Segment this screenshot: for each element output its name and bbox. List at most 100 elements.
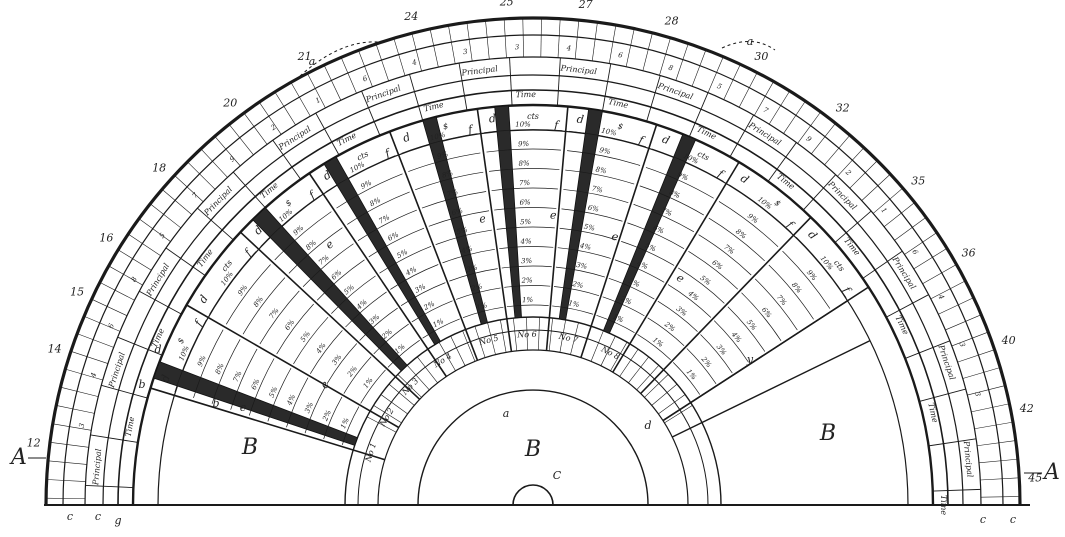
ring-digit: 7 xyxy=(762,106,770,115)
percent-cell-line xyxy=(754,278,798,331)
scale-divider xyxy=(197,207,234,241)
percent-cell-line xyxy=(323,396,343,440)
inner-tick xyxy=(610,342,628,371)
inner-tick xyxy=(438,342,456,371)
percent-label-5: 5% xyxy=(745,318,758,332)
inner-tick xyxy=(590,330,604,362)
percent-cell-line xyxy=(504,285,551,288)
percent-cell-line xyxy=(379,246,432,274)
ruler-edge xyxy=(672,339,871,438)
scale-tick xyxy=(977,440,1016,447)
percent-label-7: 7% xyxy=(519,179,531,187)
currency-label: cts xyxy=(220,258,234,273)
percent-label-6: 6% xyxy=(250,377,262,391)
label-b-2: b xyxy=(212,397,219,410)
percent-cell-line xyxy=(193,329,224,399)
scale-divider xyxy=(117,336,163,356)
scale-tick xyxy=(259,102,282,135)
percent-cell-line xyxy=(259,290,300,345)
scale-tick xyxy=(837,147,865,177)
ring-digit: 3 xyxy=(515,43,520,51)
percent-label-10: 10% xyxy=(429,131,446,143)
scale-divider xyxy=(272,140,302,180)
inner-tick xyxy=(619,348,639,377)
percent-cell-line xyxy=(347,191,410,225)
scale-tick xyxy=(861,173,891,201)
inner-tick xyxy=(380,394,408,415)
time-label: Time xyxy=(893,314,910,336)
inner-tick xyxy=(388,383,415,406)
percent-cell-line xyxy=(387,339,420,368)
percent-label-2: 2% xyxy=(321,408,333,423)
percent-label-8: 8% xyxy=(668,188,682,200)
percent-cell-line xyxy=(602,296,645,317)
inner-tick xyxy=(559,319,566,353)
ring-digit: 4 xyxy=(565,44,571,52)
f-label: f xyxy=(306,188,319,203)
sector-label-7: No 7 xyxy=(557,332,580,345)
percent-cell-line xyxy=(727,306,766,352)
ring-number-20: 20 xyxy=(222,96,237,109)
percent-cell-line xyxy=(795,236,847,298)
scale-divider xyxy=(556,57,561,106)
label-y: y xyxy=(746,353,754,366)
time-label: Time xyxy=(124,416,137,438)
percent-cell-line xyxy=(336,173,403,209)
ring-number-14: 14 xyxy=(48,343,62,356)
ring-number-18: 18 xyxy=(152,161,166,174)
currency-label: cts xyxy=(832,258,846,273)
scale-divider xyxy=(802,174,836,211)
inner-tick xyxy=(397,374,422,398)
scale-divider xyxy=(165,247,206,276)
percent-label-1: 1% xyxy=(651,336,665,349)
d-label: d xyxy=(805,228,819,242)
inner-tick xyxy=(636,365,660,391)
scale-tick xyxy=(323,64,342,101)
percent-cell-line xyxy=(652,148,724,182)
center-pin xyxy=(512,484,554,506)
percent-label-6: 6% xyxy=(710,258,724,271)
percent-cell-line xyxy=(483,129,563,134)
percent-cell-line xyxy=(211,339,241,404)
inner-tick xyxy=(600,335,616,366)
inner-tick xyxy=(474,326,486,358)
percent-label-5: 5% xyxy=(583,223,596,233)
percent-label-3: 3% xyxy=(521,257,533,265)
percent-label-3: 3% xyxy=(303,401,315,415)
time-label: Time xyxy=(516,90,537,99)
percent-label-5: 5% xyxy=(520,218,532,226)
scale-tick xyxy=(811,123,836,155)
principal-label: Principal xyxy=(962,440,975,479)
scale-divider xyxy=(646,75,661,122)
currency-label: $ xyxy=(617,121,624,131)
percent-cell-line xyxy=(293,316,329,365)
percent-label-10: 10% xyxy=(600,127,617,138)
percent-cell-line xyxy=(501,265,552,269)
percent-label-9: 9% xyxy=(676,171,690,183)
percent-cell-line xyxy=(401,133,478,154)
time-label: Time xyxy=(607,97,629,110)
ring-digit: 1 xyxy=(314,96,322,105)
label-b-1: b xyxy=(138,378,145,391)
scale-tick xyxy=(99,282,135,301)
percent-label-4: 4% xyxy=(285,393,297,408)
label-c-3: c xyxy=(980,513,986,526)
percent-cell-line xyxy=(428,210,490,227)
percent-label-3: 3% xyxy=(715,343,728,357)
percent-cell-line xyxy=(596,315,635,333)
percent-label-1: 1% xyxy=(362,376,375,390)
percent-label-1: 1% xyxy=(339,416,351,430)
percent-cell-line xyxy=(621,241,675,266)
scale-tick xyxy=(849,160,878,189)
percent-label-5: 5% xyxy=(396,248,410,260)
percent-label-7: 7% xyxy=(722,243,736,256)
percent-cell-line xyxy=(442,248,495,264)
percent-cell-line xyxy=(496,226,555,230)
d-label: d xyxy=(196,293,211,306)
scale-tick xyxy=(824,135,851,166)
ring-digit: 3 xyxy=(957,341,966,348)
currency-label: cts xyxy=(527,112,539,121)
label-B-right: B xyxy=(819,421,836,446)
ring-digit: 3 xyxy=(78,422,87,428)
inner-tick xyxy=(366,416,397,433)
